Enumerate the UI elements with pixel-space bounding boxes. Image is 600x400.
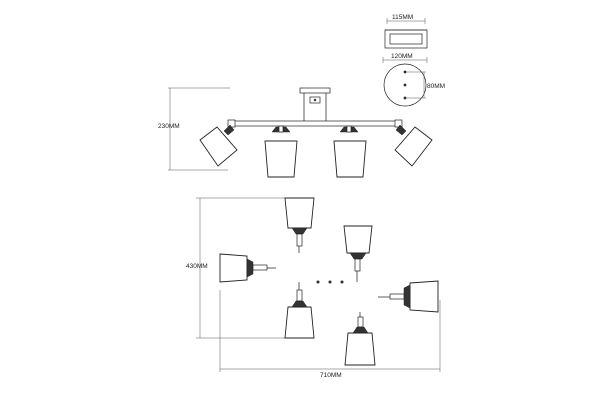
dim-plate-diameter: 120MM — [391, 53, 413, 60]
lamp-shade — [199, 124, 238, 167]
dim-depth: 430MM — [186, 263, 208, 270]
lamp-shade — [219, 253, 276, 283]
lamp-shade — [284, 282, 315, 339]
arm-screw — [328, 280, 332, 284]
lamp-shade — [378, 280, 439, 313]
front-elevation: 230MM — [158, 87, 433, 178]
lamp-shade — [333, 125, 367, 178]
mount-hole — [403, 70, 407, 74]
canopy — [299, 87, 331, 94]
lamp-shade — [394, 124, 433, 167]
mounting-bracket-view: 115MM — [384, 14, 428, 49]
canopy-plate-view: 120MM 80MM — [382, 53, 445, 107]
mount-hole — [403, 83, 407, 87]
dim-hole-spacing: 80MM — [427, 83, 445, 90]
mount-hole — [403, 96, 407, 100]
lamp-shade — [344, 312, 376, 366]
dim-height: 230MM — [158, 123, 180, 130]
arm-screw — [316, 280, 320, 284]
lamp-shade — [264, 125, 298, 178]
arm-screw — [340, 280, 344, 284]
dim-bracket-width: 115MM — [392, 14, 413, 21]
dim-width: 710MM — [320, 372, 342, 379]
lamp-shade — [284, 197, 315, 253]
horizontal-arm — [231, 120, 399, 127]
plan-view: 430MM 710MM — [186, 197, 441, 379]
lamp-shade — [343, 225, 373, 282]
bracket-inner — [389, 33, 423, 45]
